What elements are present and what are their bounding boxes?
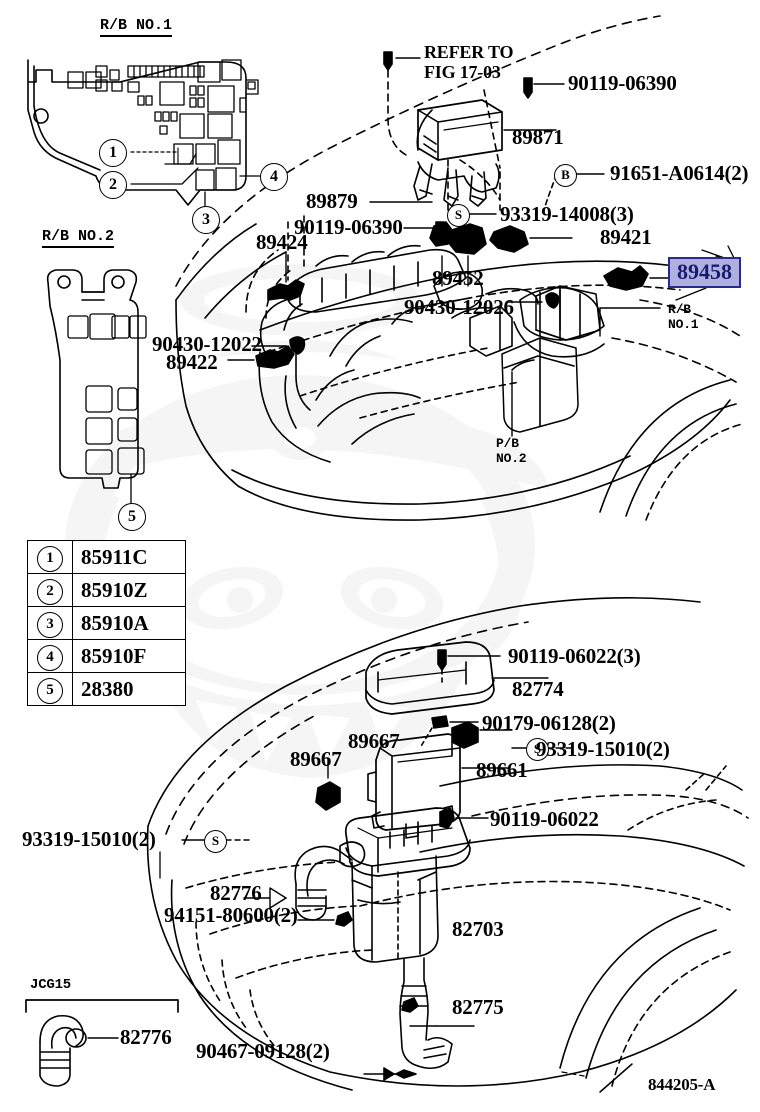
label-89667-left: 89667 [290, 747, 342, 771]
legend-circle-5: 5 [37, 677, 63, 704]
label-93319-14008: 93319-14008(3) [500, 202, 634, 226]
upper-fasteners [227, 51, 737, 437]
legend-part-cell: 85910A [72, 606, 186, 640]
air-cleaner-art [25, 641, 633, 1093]
callout-4[interactable]: 4 [260, 163, 288, 191]
legend-index-cell: 5 [27, 672, 73, 706]
marker-s-mid-icon: S [526, 738, 549, 761]
label-90430-12022: 90430-12022 [152, 332, 262, 356]
label-89879: 89879 [306, 189, 358, 213]
label-89422: 89422 [166, 350, 218, 374]
highlighted-part-89458[interactable]: 89458 [668, 257, 741, 288]
relay-box-no1-art [27, 59, 263, 207]
model-code-jcg15: JCG15 [30, 977, 72, 993]
figure-number: 844205-A [648, 1075, 716, 1094]
label-89424: 89424 [256, 230, 308, 254]
label-89661: 89661 [476, 758, 528, 782]
legend-index-cell: 4 [27, 639, 73, 673]
legend-row: 5 28380 [27, 672, 186, 706]
relay-box-no2-art [46, 269, 147, 506]
callout-2[interactable]: 2 [99, 171, 127, 199]
label-90119-06390-top: 90119-06390 [568, 71, 677, 95]
label-82776-bottom: 82776 [120, 1025, 172, 1049]
label-89667-top: 89667 [348, 729, 400, 753]
label-89871: 89871 [512, 125, 564, 149]
label-82775: 82775 [452, 995, 504, 1019]
legend-part-cell: 28380 [72, 672, 186, 706]
legend-index-cell: 3 [27, 606, 73, 640]
legend-part-cell: 85910F [72, 639, 186, 673]
callout-3[interactable]: 3 [192, 206, 220, 234]
ecu-89871-art [387, 57, 557, 215]
legend-table: 1 85911C 2 85910Z 3 85910A 4 85910F 5 28… [27, 540, 186, 706]
legend-circle-2: 2 [37, 578, 63, 605]
label-93319-15010-left: 93319-15010(2) [22, 827, 156, 851]
label-90119-06022-3: 90119-06022(3) [508, 644, 641, 668]
callout-1[interactable]: 1 [99, 139, 127, 167]
legend-row: 4 85910F [27, 639, 186, 673]
label-94151-80600: 94151-80600(2) [164, 903, 298, 927]
label-90430-12026: 90430-12026 [404, 295, 514, 319]
marker-s-lower-icon: S [204, 830, 227, 853]
rb-no2-header: R/B NO.2 [42, 229, 115, 248]
label-90119-06390-mid: 90119-06390 [294, 215, 403, 239]
label-90467-09128: 90467-09128(2) [196, 1039, 330, 1063]
label-89452: 89452 [432, 266, 484, 290]
legend-row: 2 85910Z [27, 573, 186, 607]
marker-b-icon: B [554, 164, 577, 187]
legend-part-cell: 85911C [72, 540, 186, 574]
label-91651-a0614: 91651-A0614(2) [610, 161, 749, 185]
rb-no1-engine-callout: R/B NO.1 [668, 302, 699, 333]
label-89421: 89421 [600, 225, 652, 249]
label-82776-mid: 82776 [210, 881, 262, 905]
legend-row: 1 85911C [27, 540, 186, 574]
callout-5[interactable]: 5 [118, 503, 146, 531]
legend-part-cell: 85910Z [72, 573, 186, 607]
legend-circle-3: 3 [37, 611, 63, 638]
label-82703: 82703 [452, 917, 504, 941]
legend-row: 3 85910A [27, 606, 186, 640]
pb-no2-engine-callout: P/B NO.2 [496, 436, 527, 467]
rb-no1-header: R/B NO.1 [100, 18, 173, 37]
label-90179-06128: 90179-06128(2) [482, 711, 616, 735]
label-93319-15010-right: 93319-15010(2) [536, 737, 670, 761]
label-90119-06022: 90119-06022 [490, 807, 599, 831]
lower-vehicle-outline [146, 597, 749, 1091]
legend-circle-4: 4 [37, 644, 63, 671]
label-82774: 82774 [512, 677, 564, 701]
legend-index-cell: 2 [27, 573, 73, 607]
marker-s-upper-icon: S [447, 204, 470, 227]
refer-to-note: REFER TO FIG 17-03 [424, 42, 514, 83]
legend-circle-1: 1 [37, 545, 63, 572]
legend-index-cell: 1 [27, 540, 73, 574]
